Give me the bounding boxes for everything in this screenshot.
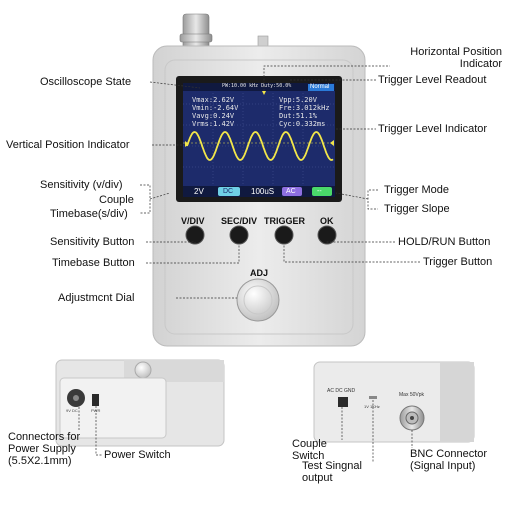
screen-trig-slope: -- (317, 188, 322, 195)
couple-switch-slider[interactable] (338, 397, 348, 407)
power-side-inset (55, 359, 225, 447)
screen-freq: Fre:3.012kHz (279, 104, 330, 112)
trig-slope-badge (312, 187, 332, 196)
screen-vrms: Vrms:1.42V (192, 120, 235, 128)
signal-side-inset (313, 361, 475, 443)
max-input-marking: Max 50Vpk (399, 392, 425, 398)
label-trigger-level-indicator: Trigger Level Indicator (378, 123, 488, 135)
label-timebase: Timebase(s/div) (50, 208, 128, 220)
label-bnc-connector: BNC Connector (Signal Input) (410, 448, 488, 472)
horizontal-position-marker (262, 91, 266, 95)
label-sensitivity-button: Sensitivity Button (50, 236, 135, 248)
label-oscilloscope-state: Oscilloscope State (40, 76, 132, 88)
screen-vmin: Vmin:-2.64V (192, 104, 239, 112)
mode-badge (308, 84, 334, 91)
power-switch-marking: PWR (91, 408, 101, 413)
label-horizontal-position-indicator: Horizontal Position Indicator (410, 46, 502, 70)
screen-couple: DC (223, 188, 234, 195)
label-trigger-slope: Trigger Slope (384, 203, 450, 215)
label-vertical-position-indicator: Vertical Position Indicator (6, 139, 130, 151)
secdiv-button-label: SEC/DIV (221, 216, 258, 226)
label-trigger-button: Trigger Button (423, 256, 493, 268)
test-signal-terminal (369, 396, 377, 399)
label-couple: Couple (99, 194, 134, 206)
ok-button-label: OK (320, 216, 334, 226)
screen-vavg: Vavg:0.24V (192, 112, 235, 120)
label-test-signal-output: Test Singnal output (302, 460, 362, 484)
screen-vpp: Vpp:5.20V (279, 96, 317, 104)
label-trigger-mode: Trigger Mode (384, 184, 450, 196)
screen-trig-mode: AC (286, 188, 296, 195)
label-adjustment-dial: Adjustmcnt Dial (58, 292, 135, 304)
label-trigger-level-readout: Trigger Level Readout (378, 74, 487, 86)
trig-mode-badge (282, 187, 302, 196)
trigger-level-marker (330, 140, 334, 146)
screen (183, 83, 335, 197)
couple-badge (218, 187, 240, 196)
screen-cycle: Cyc:0.332ms (279, 120, 326, 128)
label-sensitivity-v-div: Sensitivity (v/div) (40, 179, 123, 191)
screen-mode: Normal (310, 84, 330, 90)
screen-status-bar: PW:10.00 kHz Duty:50.0% (222, 83, 292, 89)
screen-timebase: 100uS (251, 187, 275, 196)
label-hold-run-button: HOLD/RUN Button (398, 236, 491, 248)
adjustment-dial[interactable] (236, 278, 280, 322)
label-couple-switch: Couple Switch (292, 438, 327, 462)
screen-duty: Dut:51.1% (279, 112, 317, 120)
screen-sensitivity: 2V (194, 187, 204, 196)
top-bnc-connector (179, 13, 213, 53)
secdiv-button[interactable] (229, 225, 249, 245)
power-jack-marking: 9V DC (66, 408, 78, 413)
power-switch-slider[interactable] (92, 394, 99, 406)
vdiv-button[interactable] (185, 225, 205, 245)
label-power-switch: Power Switch (104, 449, 171, 461)
label-connectors-power-supply: Connectors for Power Supply (5.5X2.1mm) (8, 431, 81, 467)
test-signal-marking: 1V 1KHz (364, 404, 380, 409)
screen-vmax: Vmax:2.62V (192, 96, 235, 104)
waveform (186, 131, 334, 161)
trigger-button-label: TRIGGER (264, 216, 306, 226)
couple-switch-marking: AC DC GND (327, 388, 356, 394)
ok-button[interactable] (317, 225, 337, 245)
vdiv-button-label: V/DIV (181, 216, 205, 226)
trigger-button[interactable] (274, 225, 294, 245)
adj-label: ADJ (250, 268, 269, 278)
label-timebase-button: Timebase Button (52, 257, 135, 269)
